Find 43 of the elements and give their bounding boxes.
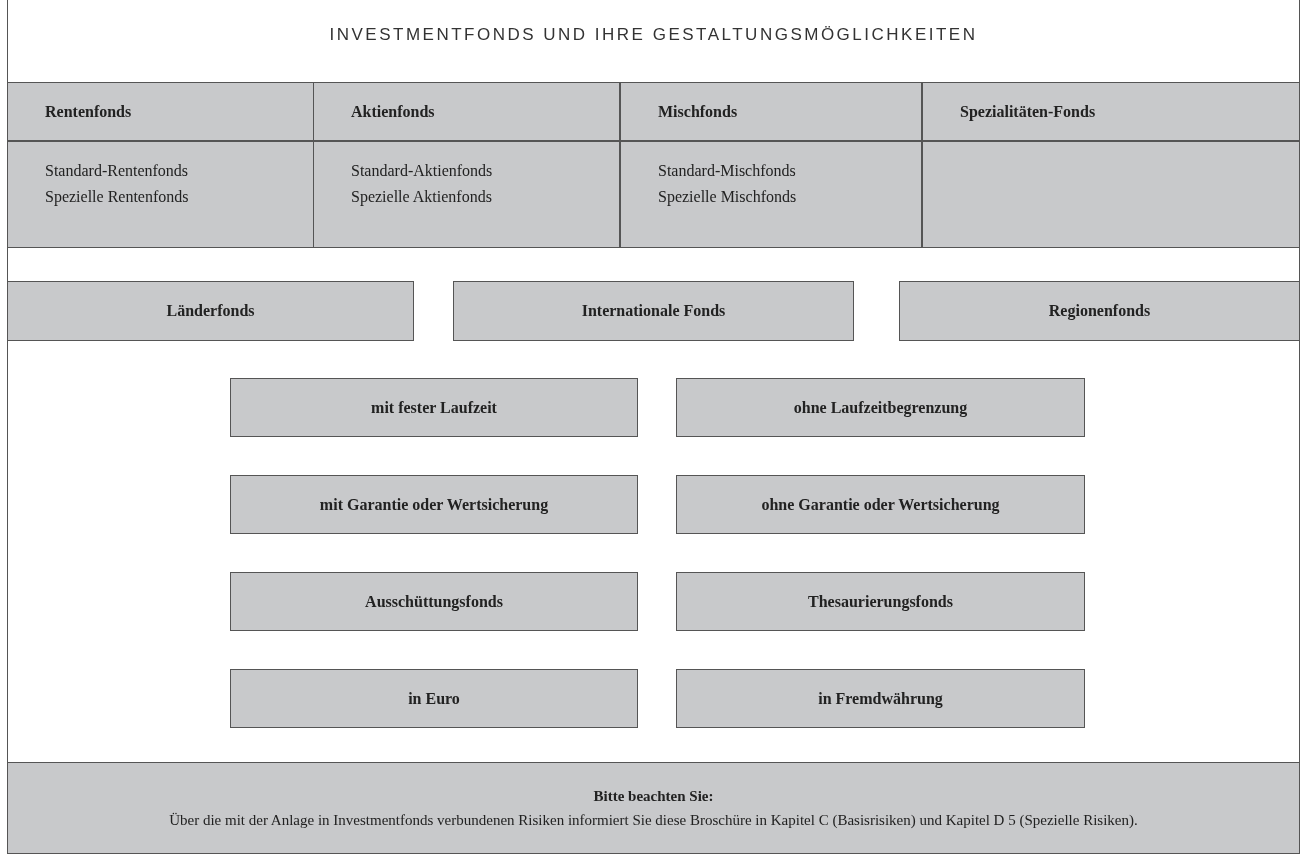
category-box [7,281,414,341]
category-label: Ausschüttungsfonds [365,591,503,613]
category-box [230,378,638,437]
category-box [676,475,1085,534]
category-label: in Euro [408,688,460,709]
category-box [453,281,854,341]
category-label: Internationale Fonds [581,301,726,321]
list-item: Spezielle Mischfonds [658,187,798,208]
list-item: Standard-Mischfonds [658,161,797,181]
category-label: mit fester Laufzeit [371,397,497,418]
category-label: Thesaurierungsfonds [808,591,953,613]
category-box [676,378,1085,437]
list-item: Spezielle Aktienfonds [351,187,493,208]
category-box [676,669,1085,728]
note-box [7,762,1300,854]
category-box [230,475,638,534]
category-label: Länderfonds [166,301,255,321]
header-cell [313,82,620,141]
note-text: Über die mit der Anlage in Investmentfonds verbundenen Risiken informiert Sie diese Broschüre in Kapitel C (Basisrisiken) und Kapitel D 5 (Spezielle Risiken). [169,811,1138,830]
list-item: Spezielle Rentenfonds [45,187,190,208]
list-item: Standard-Rentenfonds [45,161,190,181]
category-box [676,572,1085,631]
category-label: ohne Laufzeitbegrenzung [793,397,968,419]
header-cell [922,82,1300,141]
title: INVESTMENTFONDS UND IHRE GESTALTUNGSMÖGLICHKEITEN [328,24,979,46]
header-cell [620,82,922,141]
category-box [230,572,638,631]
table-cell [313,141,620,248]
column-heading: Spezialitäten-Fonds [960,101,1096,123]
column-heading: Mischfonds [658,101,738,122]
header-cell [7,82,314,141]
note-heading: Bitte beachten Sie: [593,786,714,806]
category-label: ohne Garantie oder Wertsicherung [761,494,1000,516]
category-label: Regionenfonds [1048,301,1151,322]
column-heading: Aktienfonds [351,101,435,122]
list-item: Standard-Aktienfonds [351,161,494,181]
category-label: in Fremdwährung [818,688,943,710]
table-cell [7,141,314,248]
table-cell [620,141,922,248]
category-label: mit Garantie oder Wertsicherung [319,494,549,516]
column-heading: Rentenfonds [45,101,132,122]
category-box [230,669,638,728]
category-box [899,281,1300,341]
